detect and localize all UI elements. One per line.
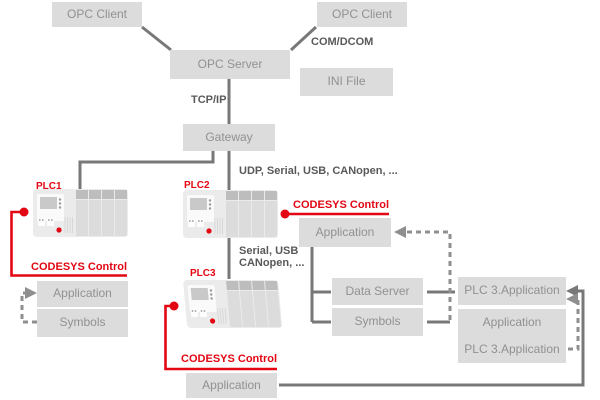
node-label: Application: [202, 377, 261, 392]
node-label: OPC Server: [197, 56, 263, 71]
label-bus-line1: Serial, USB: [239, 245, 299, 257]
plc3-device: [182, 279, 283, 329]
plc1-connection-dot: [19, 207, 29, 217]
label-codesys-control-plc3: CODESYS Control: [181, 353, 277, 365]
edge-opc-client-right-to-opc-server: [289, 25, 318, 52]
node-label: Symbols: [354, 314, 401, 329]
node-opc-client-left: OPC Client: [52, 2, 142, 27]
label-plc2-plc3-bus: Serial, USB CANopen, ...: [239, 245, 304, 269]
arrowhead-into-plc2-application-icon: [394, 226, 406, 238]
node-plc3-application-stack: Application PLC 3.Application: [458, 309, 566, 363]
plc2-device: [182, 189, 279, 239]
node-plc1-application: Application: [37, 281, 128, 307]
arrowhead-dashed-into-plc3-application-icon: [566, 293, 578, 305]
node-opc-server: OPC Server: [170, 50, 290, 79]
node-label: Application: [482, 314, 542, 329]
node-plc2-application: Application: [299, 218, 391, 247]
node-label: Application: [53, 286, 112, 301]
node-label: Symbols: [59, 315, 106, 330]
node-label: OPC Client: [331, 6, 393, 21]
label-plc1: PLC1: [36, 181, 62, 192]
plc1-device: [32, 188, 129, 238]
node-label: Gateway: [205, 129, 253, 144]
edge-gateway-to-plc1: [78, 151, 215, 189]
edge-opc-client-left-to-opc-server: [141, 25, 172, 52]
node-label: Application: [315, 224, 375, 239]
node-opc-client-right: OPC Client: [317, 2, 407, 27]
node-plc3-application-remote: PLC 3.Application: [458, 277, 566, 305]
node-label: Data Server: [345, 283, 410, 298]
node-label: OPC Client: [66, 6, 128, 21]
node-ini-file: INI File: [300, 68, 393, 96]
node-label: PLC 3.Application: [464, 341, 560, 356]
label-com-dcom: COM/DCOM: [311, 36, 374, 48]
codesys-wire-plc1: [10, 210, 127, 277]
label-gateway-bus: UDP, Serial, USB, CANopen, ...: [239, 165, 398, 177]
dashed-symbols-to-plc2-application: [404, 230, 452, 320]
node-label: INI File: [327, 74, 366, 89]
label-plc2: PLC2: [184, 180, 210, 191]
node-label: PLC 3.Application: [464, 283, 560, 298]
arrowhead-solid-into-plc3-application-icon: [566, 285, 578, 297]
edge-bottom-application-to-plc3-application: [279, 289, 585, 387]
arrowhead-into-plc1-application-icon: [25, 287, 37, 299]
label-tcp-ip: TCP/IP: [191, 94, 227, 106]
plc3-connection-dot: [169, 301, 179, 311]
label-codesys-control-plc1: CODESYS Control: [31, 261, 127, 273]
label-plc3: PLC3: [190, 268, 216, 279]
node-plc1-symbols: Symbols: [37, 309, 128, 337]
label-bus-line2: CANopen, ...: [239, 257, 305, 269]
node-gateway: Gateway: [183, 124, 275, 151]
label-codesys-control-plc2: CODESYS Control: [293, 199, 389, 211]
node-plc2-symbols: Symbols: [332, 308, 423, 336]
dashed-plc1-symbols-to-application: [20, 291, 37, 324]
dashed-stack-to-plc3-application: [568, 300, 580, 351]
node-plc3-application-bottom: Application: [186, 373, 277, 398]
node-data-server: Data Server: [332, 278, 423, 305]
plc2-connection-dot: [280, 209, 290, 219]
